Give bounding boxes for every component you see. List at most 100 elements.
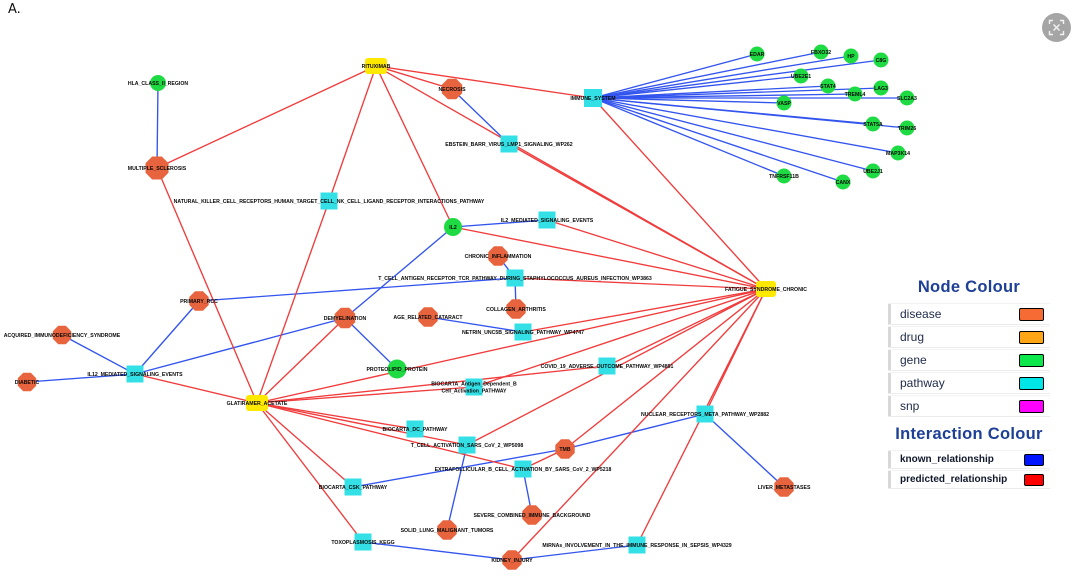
node-collagen[interactable] [506,299,526,319]
edge-age-netrin [427,316,524,333]
node-netrin[interactable] [514,323,532,341]
node-label-collagen: COLLAGEN_ARTHRITIS [486,307,546,313]
node-label-solid: SOLID_LUNG_MALIGNANT_TUMORS [401,528,494,534]
edge-tcr3863-fatigue [514,277,767,290]
edge-ritux-nk [328,65,377,202]
node-tcr3863[interactable] [506,269,524,287]
edge-il2-fatigue [452,226,767,290]
node-immune[interactable] [584,89,602,107]
node-label-slc2a3: SLC2A3 [897,96,917,102]
node-toxo[interactable] [354,533,372,551]
node-map3k14[interactable] [890,145,906,161]
legend-node-drug: drug [888,327,1050,347]
legend-node-label: snp [900,399,920,413]
edge-demyel-plp [344,317,398,370]
node-label-csk: BIOCARTA_CSK_PATHWAY [319,485,388,491]
node-kidney[interactable] [502,550,522,570]
edge-antigenb-fatigue [473,288,767,388]
node-il12med[interactable] [126,365,144,383]
node-ube2e1[interactable] [793,68,809,84]
node-necrosis[interactable] [441,78,463,100]
node-label-map3k14: MAP3K14 [886,151,910,157]
legend-node-pathway: pathway [888,373,1050,393]
node-solid[interactable] [437,520,457,540]
node-antigenb[interactable] [465,378,483,396]
node-csk[interactable] [344,478,362,496]
edge-tca5098-solid [446,444,468,531]
fit-view-button[interactable] [1042,13,1071,42]
node-label-tmb: TMB [559,447,570,453]
edge-ebstein-fatigue [508,143,767,290]
node-label-tca5098: T_CELL_ACTIVATION_SARS_CoV_2_WP5098 [411,443,524,449]
node-mirna[interactable] [628,536,646,554]
legend-node-swatch [1019,353,1044,367]
edge-netrin-fatigue [522,288,767,333]
node-severe[interactable] [522,505,542,525]
edge-il2-demyel [344,226,454,319]
node-age[interactable] [418,307,438,327]
edge-immune-ube2j1 [592,97,874,172]
node-hla[interactable] [150,75,166,91]
node-dc[interactable] [406,420,424,438]
node-fatigue[interactable] [756,281,776,297]
node-label-fatigue: FATIGUE_SYNDROME_CHRONIC [725,287,807,293]
node-ritux[interactable] [365,58,387,74]
edge-kidney-fatigue [511,288,767,561]
node-label-lag3: LAG3 [874,86,888,92]
node-il2med[interactable] [538,211,556,229]
node-glat[interactable] [246,395,268,411]
node-tnfrsf11b[interactable] [776,168,792,184]
node-tmb[interactable] [555,439,575,459]
node-treml4[interactable] [847,86,863,102]
node-aids[interactable] [52,325,72,345]
node-stat5a[interactable] [865,116,881,132]
edge-immune-c8g [592,59,882,99]
node-label-ms: MULTIPLE_SCLEROSIS [128,166,187,172]
node-il2[interactable] [444,218,462,236]
node-plp[interactable] [387,359,407,379]
node-hp[interactable] [843,48,859,64]
edge-glat-tca5098 [256,402,468,446]
figure-label: A. [8,2,21,17]
node-ube2j1[interactable] [865,163,881,179]
node-prcc[interactable] [189,291,209,311]
node-label-stat4: STAT4 [820,84,836,90]
node-label-severe: SEVERE_COMBINED_IMMUNE_BACKGROUND [473,513,590,519]
node-lag3[interactable] [873,80,889,96]
node-slc2a3[interactable] [899,90,915,106]
node-nk[interactable] [320,192,338,210]
node-ms[interactable] [145,156,169,180]
node-stat4[interactable] [820,78,836,94]
node-ebstein[interactable] [500,135,518,153]
edge-immune-trim26 [592,97,908,129]
node-label-ube2e1: UBE2E1 [791,74,811,80]
node-label-liver: LIVER_METASTASES [758,485,811,491]
node-trim26[interactable] [899,120,915,136]
node-canx[interactable] [835,174,851,190]
node-label-chronic: CHRONIC_INFLAMMATION [465,254,532,260]
node-fbxo32[interactable] [813,44,829,60]
fit-view-icon [1048,19,1065,36]
edge-csk-tmb [352,448,566,488]
legend-node-disease: disease [888,304,1050,324]
node-nuclear[interactable] [696,405,714,423]
node-label-canx: CANX [836,180,851,186]
edge-immune-hp [592,55,852,99]
node-vasp[interactable] [776,95,792,111]
edge-tca5098-fatigue [466,288,767,446]
edge-glat-nk [256,200,330,404]
node-liver[interactable] [774,477,794,497]
edge-immune-edar [592,53,758,99]
node-chronic[interactable] [488,246,508,266]
edge-immune-vasp [592,97,785,104]
node-extrafoll[interactable] [514,460,532,478]
node-edar[interactable] [749,46,765,62]
node-label-extrafoll: EXTRAFOLLICULAR_B_CELL_ACTIVATION_BY_SAR… [435,467,612,473]
node-label-prcc: PRIMARY_RCC [180,299,218,305]
legend-node-gene: gene [888,350,1050,370]
node-c8g[interactable] [873,52,889,68]
node-tca5098[interactable] [458,436,476,454]
node-covid[interactable] [598,357,616,375]
node-diabetic[interactable] [17,372,37,392]
node-demyel[interactable] [334,307,356,329]
